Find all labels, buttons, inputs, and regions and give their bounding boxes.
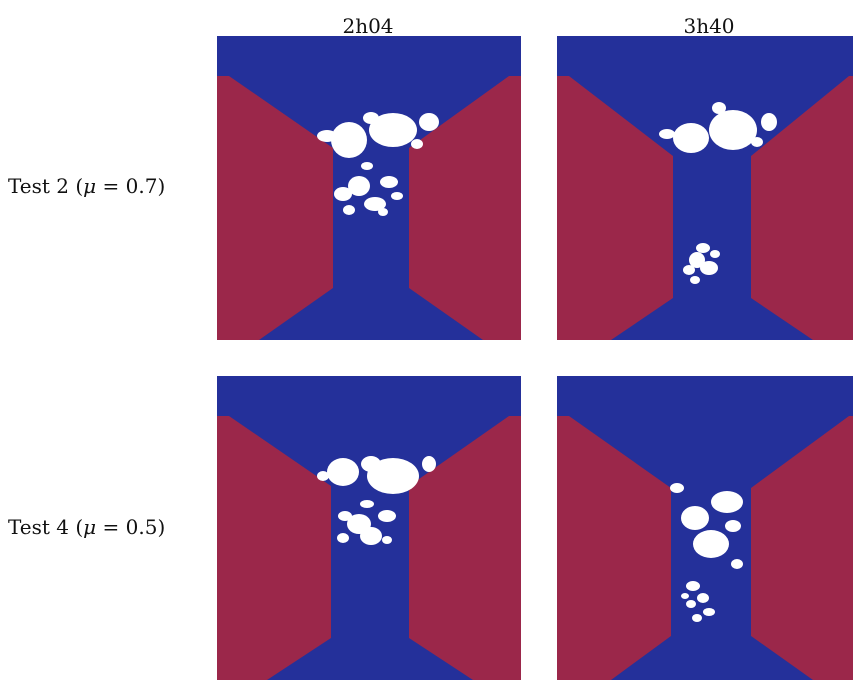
simulation-frame — [217, 36, 521, 340]
right-wall — [751, 416, 853, 680]
rock-fragments — [317, 112, 439, 216]
row-label-prefix: Test 2 ( — [8, 174, 84, 198]
simulation-frame — [557, 376, 853, 680]
row-label-prefix: Test 4 ( — [8, 515, 84, 539]
left-wall — [217, 416, 331, 680]
left-wall — [557, 76, 673, 340]
rock-fragments — [670, 483, 743, 622]
rock-fragments — [659, 102, 777, 284]
rock-fragments — [317, 456, 436, 545]
simulation-frame — [557, 36, 853, 340]
right-wall — [751, 76, 853, 340]
right-wall — [409, 416, 521, 680]
simulation-frame — [217, 376, 521, 680]
row-label-value: = 0.7) — [96, 174, 166, 198]
mu-symbol: μ — [83, 515, 97, 539]
panel-test2-2h04 — [217, 36, 521, 340]
row-label-test-2: Test 2 (μ = 0.7) — [8, 174, 165, 198]
column-label-3h40: 3h40 — [683, 14, 735, 38]
panel-test4-2h04 — [217, 376, 521, 680]
row-label-value: = 0.5) — [96, 515, 166, 539]
right-wall — [409, 76, 521, 340]
column-label-2h04: 2h04 — [342, 14, 394, 38]
mu-symbol: μ — [83, 174, 97, 198]
row-label-test-4: Test 4 (μ = 0.5) — [8, 515, 165, 539]
left-wall — [217, 76, 333, 340]
left-wall — [557, 416, 671, 680]
panel-test2-3h40 — [557, 36, 853, 340]
panel-test4-3h40 — [557, 376, 853, 680]
